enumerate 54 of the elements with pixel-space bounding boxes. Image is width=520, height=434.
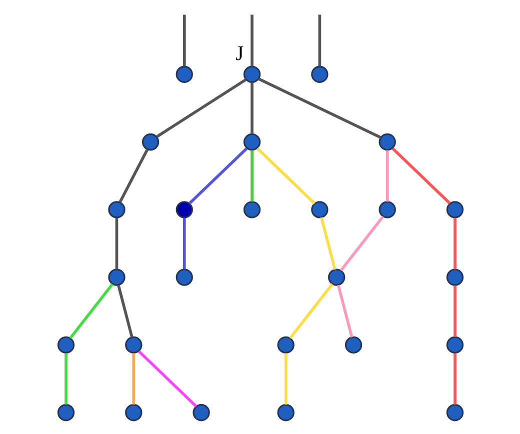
connector [339,216,384,272]
connector [284,353,287,405]
node-circle [242,133,260,151]
connector [250,14,253,66]
connector [250,82,253,134]
node-circle [108,201,125,218]
connector [182,218,186,270]
node-circle [446,201,464,218]
connector [116,284,133,338]
node-circle [108,268,125,286]
connector [336,284,353,338]
node-circle [328,268,345,286]
node-circle [175,66,192,83]
connector [391,147,450,204]
node-circle [242,201,260,218]
node-circle [141,133,159,151]
node-circle [56,336,74,354]
connector [318,14,321,66]
node-circle [192,404,210,422]
connector [250,150,253,202]
connector [114,218,118,270]
node-circle [344,336,362,354]
node-circle [310,201,328,218]
connector [453,286,456,337]
connector [156,78,246,138]
node-circle [446,404,464,422]
connector [188,147,248,204]
connector [132,353,135,405]
node-label: J [235,40,244,65]
connector [288,283,333,339]
node-circle [276,404,294,422]
connector [182,14,186,66]
connector [68,283,114,339]
node-circle [310,66,328,83]
node-circle [124,336,142,354]
connector [257,78,381,139]
connector [64,353,67,405]
connector [385,150,388,202]
node-circle [378,201,396,218]
node-circle [175,268,192,286]
node-circle [446,268,464,286]
connector [118,148,148,203]
node-circle [378,133,396,151]
node-circle [242,66,260,83]
connector [256,147,316,204]
node-circle [175,201,192,218]
node-circle [446,336,464,354]
connector [319,217,336,270]
connector [453,218,456,270]
connector [137,350,197,408]
connector [453,353,456,405]
node-circle [56,404,74,422]
node-circle [276,336,294,354]
node-circle [124,404,142,422]
